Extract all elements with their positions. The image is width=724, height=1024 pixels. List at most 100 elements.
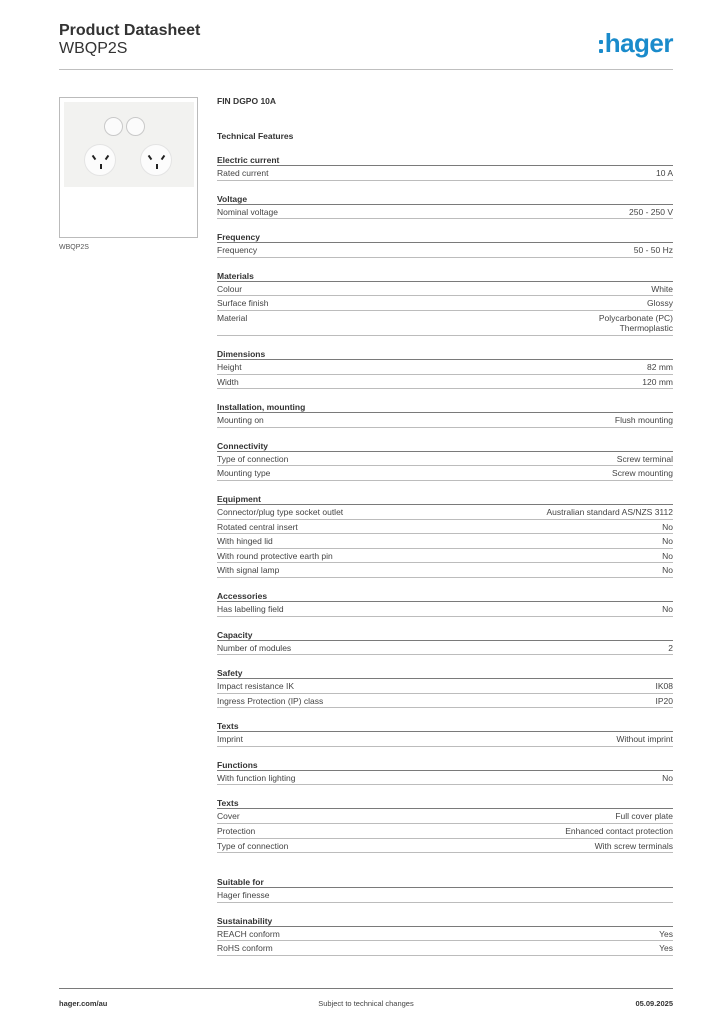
spec-value: Polycarbonate (PC) Thermoplastic xyxy=(598,312,673,334)
section-title: Texts xyxy=(217,798,673,810)
section-title: Suitable for xyxy=(217,877,673,889)
outlet-right-icon xyxy=(140,144,172,176)
spec-value: Yes xyxy=(659,943,673,954)
spec-label: Connector/plug type socket outlet xyxy=(217,506,344,517)
spec-label: Type of connection xyxy=(217,840,289,851)
spec-value: Flush mounting xyxy=(614,415,673,426)
spec-value: Without imprint xyxy=(616,734,673,745)
spec-label: Hager finesse xyxy=(217,890,270,901)
spec-row: Connector/plug type socket outlet Austral… xyxy=(217,505,673,520)
spec-value: 2 xyxy=(668,642,673,653)
spec-row: Material Polycarbonate (PC) Thermoplastic xyxy=(217,311,673,336)
section-title: Frequency xyxy=(217,232,673,244)
footer-website: hager.com/au xyxy=(59,999,108,1008)
spec-label: Frequency xyxy=(217,245,258,256)
section-title: Accessories xyxy=(217,591,673,602)
spec-label: Imprint xyxy=(217,734,243,745)
spec-value: 10 A xyxy=(655,168,673,178)
spec-row: With signal lamp No xyxy=(217,563,673,578)
spec-row: Protection Enhanced contact protection xyxy=(217,824,673,839)
spec-label: Surface finish xyxy=(217,298,269,309)
spec-value: 120 mm xyxy=(642,376,673,387)
technical-features-title: Technical Features xyxy=(217,131,294,141)
spec-value: No xyxy=(662,565,673,576)
spec-value: Screw mounting xyxy=(612,468,673,479)
section-title: Installation, mounting xyxy=(217,402,673,414)
spec-label: Impact resistance IK xyxy=(217,681,295,692)
spec-label: Width xyxy=(217,376,239,387)
section-title: Connectivity xyxy=(217,441,673,452)
spec-row: Width 120 mm xyxy=(217,375,673,390)
spec-value: 250 - 250 V xyxy=(629,206,673,217)
hager-logo: hager xyxy=(598,28,674,59)
page-footer: hager.com/au Subject to technical change… xyxy=(59,988,673,1018)
section-title: Safety xyxy=(217,668,673,680)
spec-value: Australian standard AS/NZS 3112 xyxy=(546,506,673,517)
logo-text: hager xyxy=(604,28,674,58)
section-title: Dimensions xyxy=(217,349,673,360)
spec-row: Hager finesse xyxy=(217,888,673,903)
spec-value: No xyxy=(662,772,673,783)
spec-value: No xyxy=(662,521,673,532)
spec-label: Type of connection xyxy=(217,453,289,464)
spec-label: With function lighting xyxy=(217,772,296,783)
spec-label: Has labelling field xyxy=(217,603,284,614)
section-title: Functions xyxy=(217,760,673,771)
spec-row: Ingress Protection (IP) class IP20 xyxy=(217,694,673,709)
section-title: Equipment xyxy=(217,494,673,505)
spec-value: 82 mm xyxy=(647,361,673,372)
section-title: Electric current xyxy=(217,155,673,166)
document-title: Product Datasheet xyxy=(59,22,201,39)
section-title: Sustainability xyxy=(217,916,673,927)
spec-value: Glossy xyxy=(647,298,673,309)
section-title: Voltage xyxy=(217,194,673,205)
footer-note: Subject to technical changes xyxy=(318,999,414,1008)
image-caption: WBQP2S xyxy=(59,244,89,251)
spec-label: Rated current xyxy=(217,168,269,178)
spec-row: Imprint Without imprint xyxy=(217,732,673,747)
spec-label: Material xyxy=(217,312,248,323)
section-title: Texts xyxy=(217,721,673,733)
logo-dots-icon xyxy=(598,40,603,53)
technical-content: FIN DGPO 10A Technical Features Electric… xyxy=(217,96,673,957)
spec-label: Protection xyxy=(217,826,256,837)
page-header: Product Datasheet WBQP2S hager xyxy=(59,22,674,70)
spec-value: IP20 xyxy=(655,695,674,706)
spec-value: No xyxy=(662,603,673,614)
spec-value: Full cover plate xyxy=(615,811,673,822)
spec-value: Yes xyxy=(659,928,673,939)
spec-label: With hinged lid xyxy=(217,536,273,547)
spec-value: White xyxy=(651,283,673,294)
spec-label: With round protective earth pin xyxy=(217,550,333,561)
section-title: Capacity xyxy=(217,630,673,641)
document-subtitle: WBQP2S xyxy=(59,40,128,57)
spec-value: Enhanced contact protection xyxy=(565,826,673,837)
socket-plate-illustration xyxy=(64,102,194,187)
spec-label: Ingress Protection (IP) class xyxy=(217,695,324,706)
spec-row: Surface finish Glossy xyxy=(217,296,673,311)
spec-label: With signal lamp xyxy=(217,565,280,576)
